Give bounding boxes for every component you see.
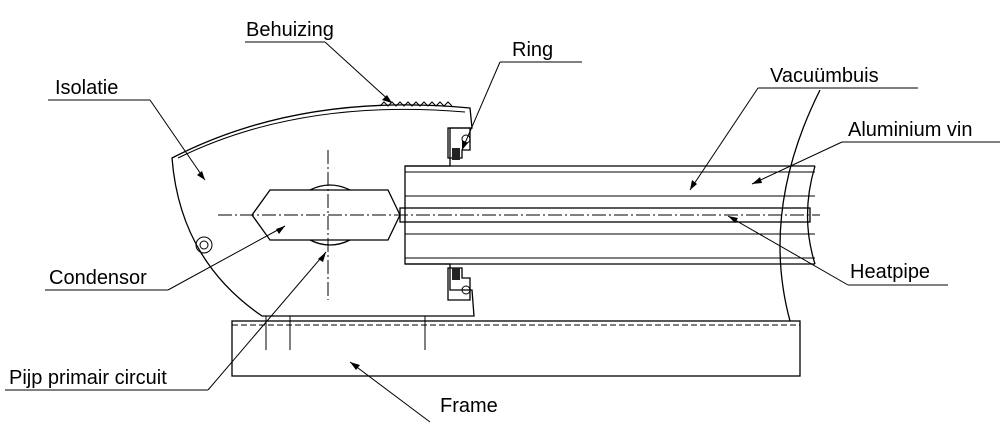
tube-outer-break [779, 89, 821, 322]
frame-rail [231, 320, 801, 377]
leader-isolatie [48, 99, 206, 181]
label-vacuumbuis: Vacuümbuis [770, 65, 879, 87]
leader-heatpipe [727, 215, 948, 286]
leader-behuizing [245, 41, 393, 104]
insulation-fill [171, 104, 475, 317]
housing-inner-edge [177, 108, 466, 159]
label-aluminium-vin: Aluminium vin [848, 119, 972, 141]
label-ring: Ring [512, 39, 553, 61]
leader-ring [461, 61, 582, 151]
leader-frame [349, 361, 431, 423]
label-condensor: Condensor [49, 267, 147, 289]
label-pijp-primair-circuit: Pijp primair circuit [9, 367, 167, 389]
condensor-body [251, 150, 401, 300]
housing-ribs [379, 101, 453, 107]
leader-vacuumbuis [689, 87, 918, 191]
ring-seal-bottom [447, 267, 471, 301]
label-isolatie: Isolatie [55, 77, 118, 99]
leader-pijp-primair-circuit [5, 251, 327, 391]
leader-condensor [45, 225, 286, 291]
label-frame: Frame [440, 395, 498, 417]
insulated-housing [171, 101, 475, 317]
fastener-detail [195, 236, 213, 254]
heatpipe [218, 207, 820, 223]
label-heatpipe: Heatpipe [850, 261, 930, 283]
label-behuizing: Behuizing [246, 19, 334, 41]
leader-aluminium-vin [751, 141, 1000, 185]
